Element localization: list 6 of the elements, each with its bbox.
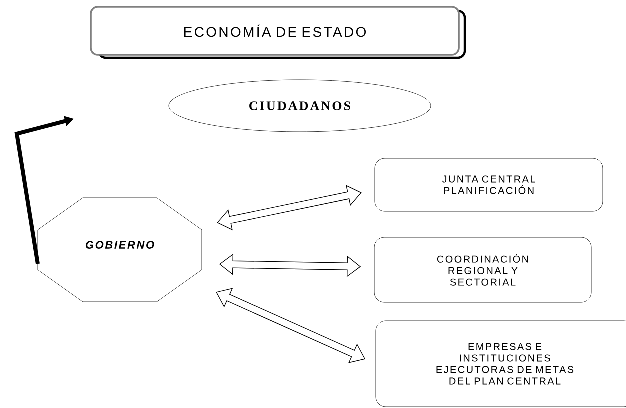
rounded-box: JUNTA CENTRAL PLANIFICACIÓN: [374, 158, 604, 212]
rounded-box: EMPRESAS E INSTITUCIONES EJECUTORAS DE METAS DEL PLAN CENTRAL: [376, 320, 626, 408]
title-box: ECONOMÍA DE ESTADO: [90, 6, 466, 60]
double-arrow: [216, 288, 366, 364]
rounded-box: COORDINACIÓN REGIONAL Y SECTORIAL: [374, 237, 592, 303]
double-arrow: [217, 185, 362, 231]
